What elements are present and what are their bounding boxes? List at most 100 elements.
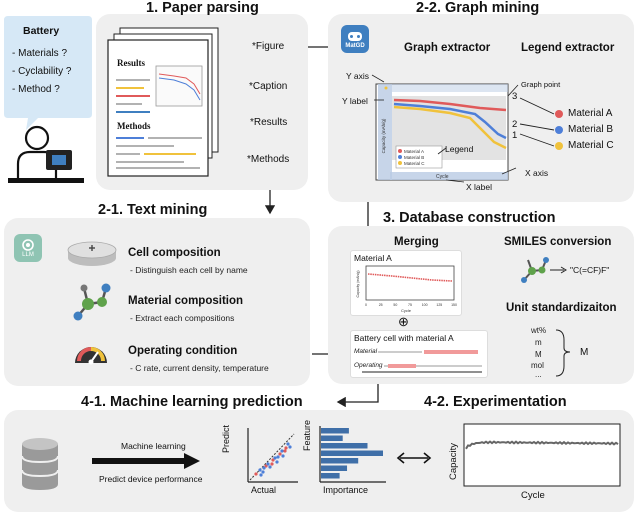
feature-bar [321,458,359,464]
parity-plot [247,428,298,483]
parity-point [270,462,274,466]
parity-point [283,449,287,453]
question-item: - Cyclability ? [12,66,72,77]
capacity-axis-label: Capacity [448,443,459,480]
material-a-card [350,250,462,316]
database-icon [21,438,59,490]
x-axis-label: X axis [525,168,549,178]
smiles-string: "C(=CF)F" [570,265,610,275]
material-c-dot-icon [555,142,563,150]
smiles-title: SMILES conversion [504,236,612,248]
ml-label: Machine learning [121,441,186,451]
llm-logo-icon: LLM [14,234,42,262]
gauge-icon [75,347,107,365]
parity-point [288,445,292,449]
parity-point [271,458,275,462]
matgd-logo-icon: MatGD [341,25,369,53]
parity-point [258,468,262,472]
material-composition-desc: - Extract each compositions [130,313,235,323]
doc-heading-methods: Methods [117,121,151,131]
cell-composition-title: Cell composition [128,247,221,259]
unit-item: wt% [531,326,547,335]
feature-bar [321,443,368,449]
plot-ylbl: Capacity (mAh/g) [381,118,386,153]
ml-title: 4-1. Machine learning prediction [81,394,303,410]
tag-caption: *Caption [249,81,288,92]
doc-heading-results: Results [117,58,146,68]
unit-item: mol [531,361,544,370]
mini-tick-label: 50 [393,303,397,307]
smiles-arrow-icon [550,266,567,274]
material-a-dot-icon [555,110,563,118]
cell-composition-desc: - Distinguish each cell by name [130,265,248,275]
coin-cell-icon [67,241,117,266]
smiles-molecule-icon [521,257,549,283]
feature-bar [321,465,348,471]
feature-bar [321,435,343,441]
graph-mining-title: 2-2. Graph mining [416,0,540,16]
parity-point [262,466,266,470]
mini-tick-label: 125 [436,303,442,307]
merging-title: Merging [394,236,439,248]
text-mining-panel [4,218,310,386]
researcher-icon [8,125,84,183]
plot-leg0: Material A [404,149,424,154]
plot-leg1: Material B [404,155,424,160]
mini-xlbl: Cycle [401,308,412,313]
legend-label: Legend [445,144,474,154]
material-a-card-title: Material A [354,253,392,263]
x-label-label: X label [466,182,492,192]
mini-tick-label: 75 [408,303,412,307]
database-title: 3. Database construction [383,210,556,226]
parity-point [276,455,280,459]
battery-cell-title: Battery cell with material A [354,333,454,343]
legend-extractor-title: Legend extractor [521,42,615,54]
plot-leg2: Material C [404,161,425,166]
battery-cell-fields [362,350,482,373]
unit-title: Unit standardizaiton [506,302,617,314]
parity-point [273,456,277,460]
paper-parsing-title: 1. Paper parsing [146,0,259,16]
molecule-icon [73,283,111,321]
parity-point [261,470,265,474]
tag-methods: *Methods [247,154,290,165]
extracted-graph: Material A Material B Material C Capacit… [375,83,509,181]
experiment-title: 4-2. Experimentation [424,394,567,410]
graph-annotation-lines [371,74,519,183]
plus-icon: ⊕ [398,314,409,329]
unit-item: M [535,350,542,359]
predict-axis-label: Predict [221,424,231,453]
material-a-label: Material A [568,108,613,119]
tag-results: *Results [250,117,288,128]
feature-bar [321,473,340,479]
material-c-label: Material C [568,140,614,151]
question-title: Battery [23,25,60,37]
feature-axis-label: Feature [302,419,312,451]
parity-point [254,472,258,476]
unit-brace-icon [555,329,571,377]
llm-label: LLM [22,252,34,258]
mini-tick-label: 150 [451,303,457,307]
feature-importance-chart [319,426,386,483]
unit-result: M [580,347,589,358]
ml-arrow-icon [92,453,200,469]
question-item: - Materials ? [12,48,68,59]
capacity-cycle-plot [463,423,621,487]
material-b-label: Material B [568,124,614,135]
point-number-2: 2 [512,119,518,130]
unit-item: m [535,338,542,347]
material-composition-title: Material composition [128,295,244,307]
y-label-label: Y label [342,96,368,106]
material-row-label: Material [354,348,378,355]
parity-point [280,449,284,453]
arrow-db-to-ml [336,380,379,408]
parity-point [284,446,288,450]
text-mining-title: 2-1. Text mining [98,202,208,218]
paper-document-icon [107,27,219,177]
parity-point [266,462,270,466]
predict-label: Predict device performance [99,474,203,484]
unit-item: ... [535,370,542,379]
material-b-dot-icon [555,126,563,134]
feature-bar [321,428,349,434]
